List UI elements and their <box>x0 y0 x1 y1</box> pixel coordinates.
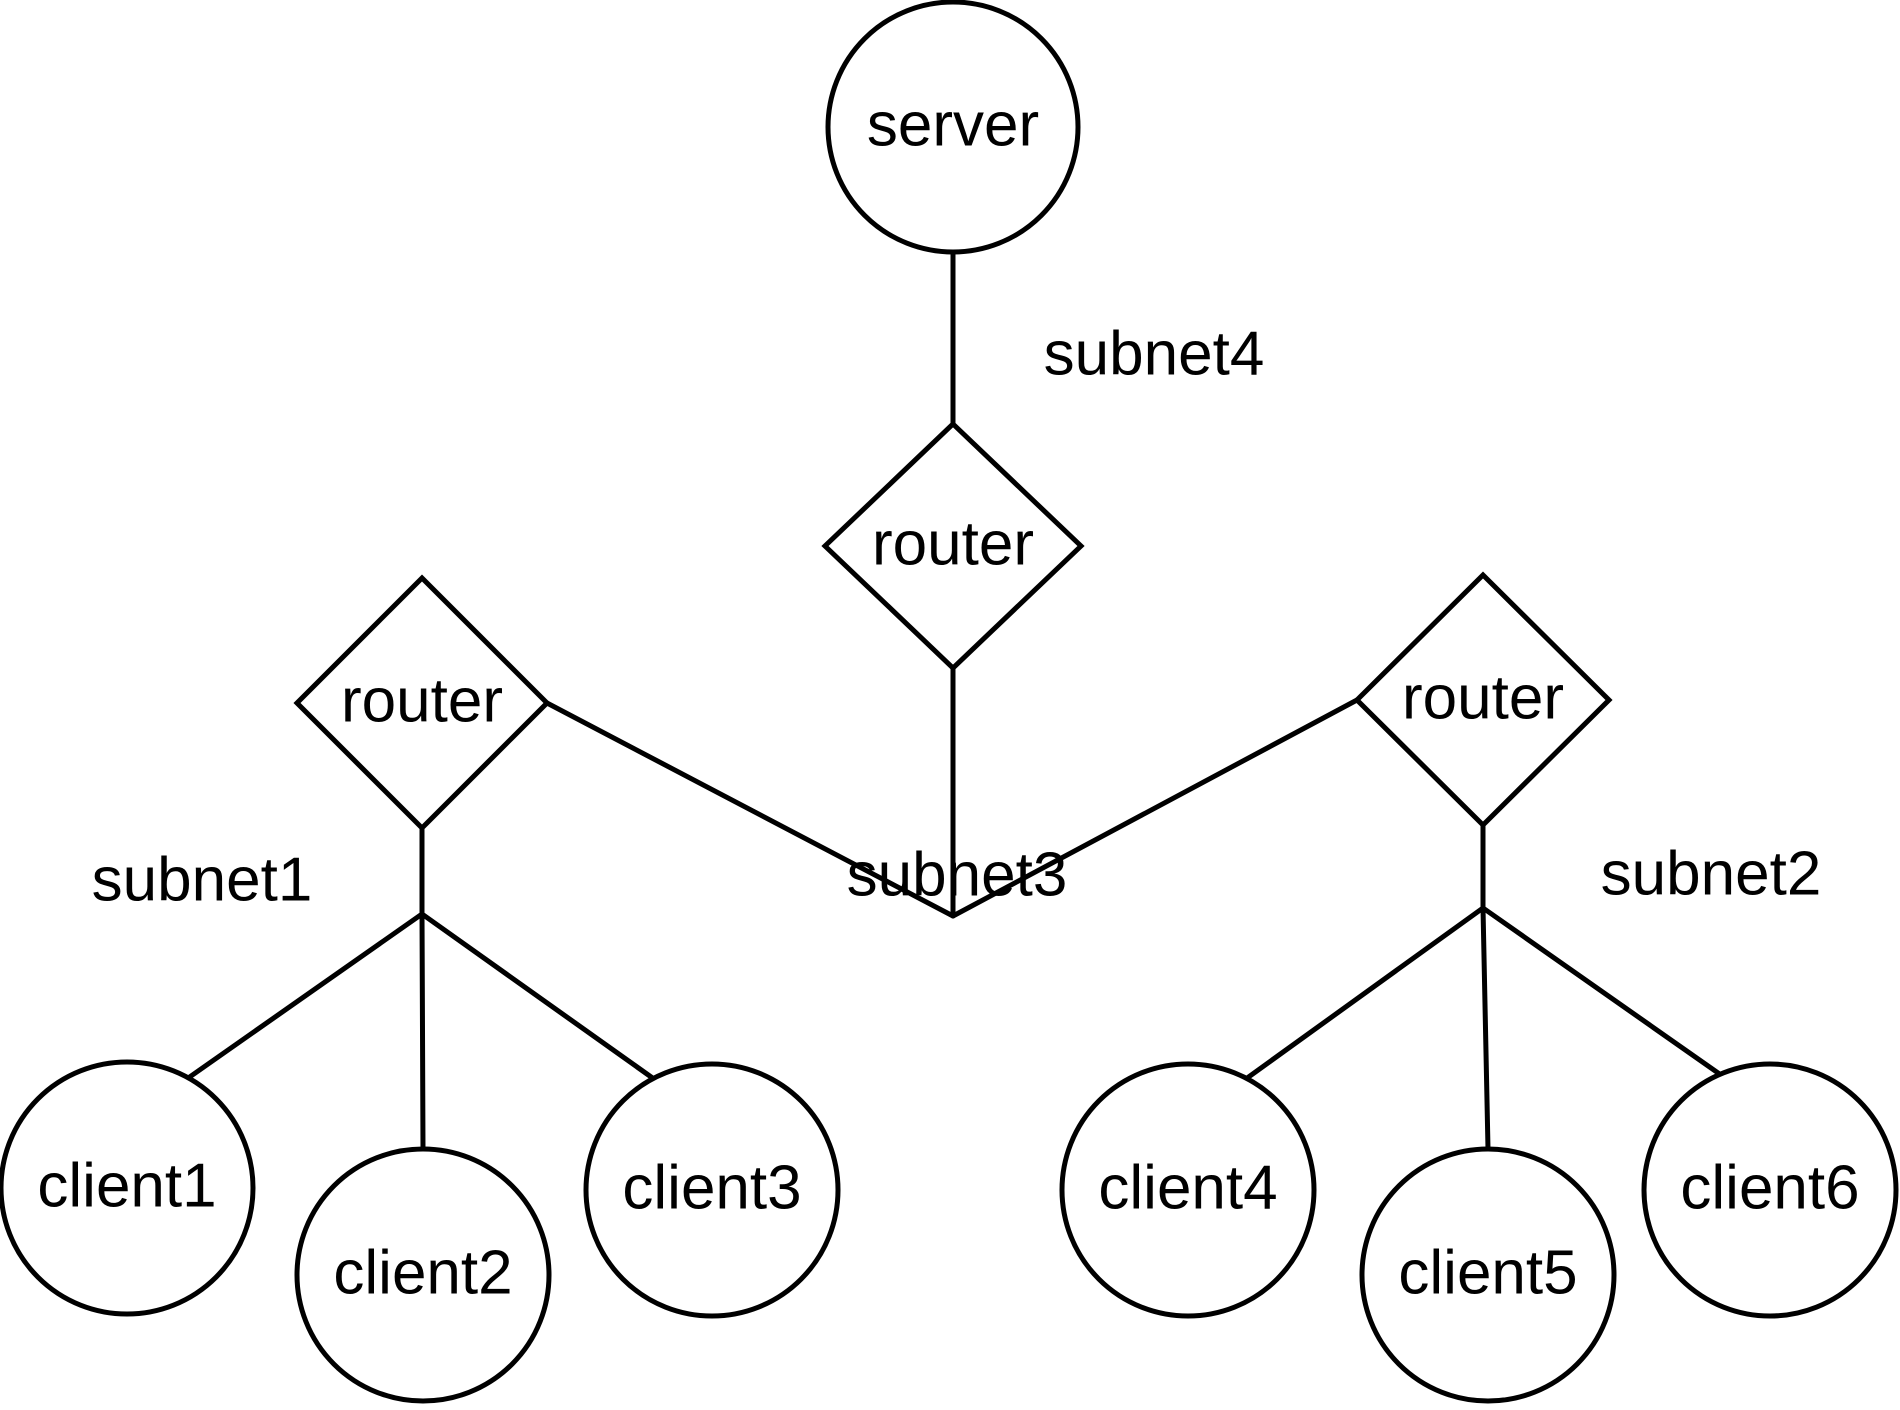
node-client4[interactable]: client4 <box>1059 1061 1317 1319</box>
node-client3[interactable]: client3 <box>583 1061 841 1319</box>
node-label-client2: client2 <box>333 1238 512 1307</box>
edge-bus1-client2 <box>419 911 426 1152</box>
node-label-client1: client1 <box>37 1151 216 1220</box>
client5-circle-shape <box>1359 1146 1617 1404</box>
node-server[interactable]: server <box>825 0 1081 255</box>
node-label-client3: client3 <box>622 1153 801 1222</box>
node-label-router2: router <box>1402 663 1564 732</box>
node-label-client5: client5 <box>1398 1238 1577 1307</box>
node-client6[interactable]: client6 <box>1641 1061 1899 1319</box>
client6-circle-shape <box>1641 1061 1899 1319</box>
node-client2[interactable]: client2 <box>294 1146 552 1404</box>
server-circle-shape <box>825 0 1081 255</box>
edge-label-subnet2: subnet2 <box>1601 839 1822 908</box>
node-router2[interactable]: router <box>1353 571 1613 829</box>
node-label-server: server <box>867 90 1039 159</box>
router0-diamond-shape <box>821 420 1085 672</box>
client2-circle-shape <box>294 1146 552 1404</box>
node-label-router1: router <box>341 666 503 735</box>
client3-circle-shape <box>583 1061 841 1319</box>
node-label-client6: client6 <box>1680 1153 1859 1222</box>
edge-labels-layer: subnet4 subnet1 subnet3 subnet2 <box>92 319 1822 914</box>
edge-bus2-client5 <box>1480 905 1491 1152</box>
router2-diamond-shape <box>1353 571 1613 829</box>
node-label-router0: router <box>872 509 1034 578</box>
edge-router1-bus3 <box>544 700 956 919</box>
router1-diamond-shape <box>293 574 551 832</box>
node-client1[interactable]: client1 <box>0 1059 256 1317</box>
edge-label-subnet3: subnet3 <box>847 840 1068 909</box>
edge-label-subnet4: subnet4 <box>1044 319 1265 388</box>
edge-label-subnet1: subnet1 <box>92 845 313 914</box>
node-router1[interactable]: router <box>293 574 551 832</box>
edge-router2-bus3 <box>950 697 1360 919</box>
node-label-client4: client4 <box>1098 1153 1277 1222</box>
client4-circle-shape <box>1059 1061 1317 1319</box>
node-router0[interactable]: router <box>821 420 1085 672</box>
node-client5[interactable]: client5 <box>1359 1146 1617 1404</box>
client1-circle-shape <box>0 1059 256 1317</box>
